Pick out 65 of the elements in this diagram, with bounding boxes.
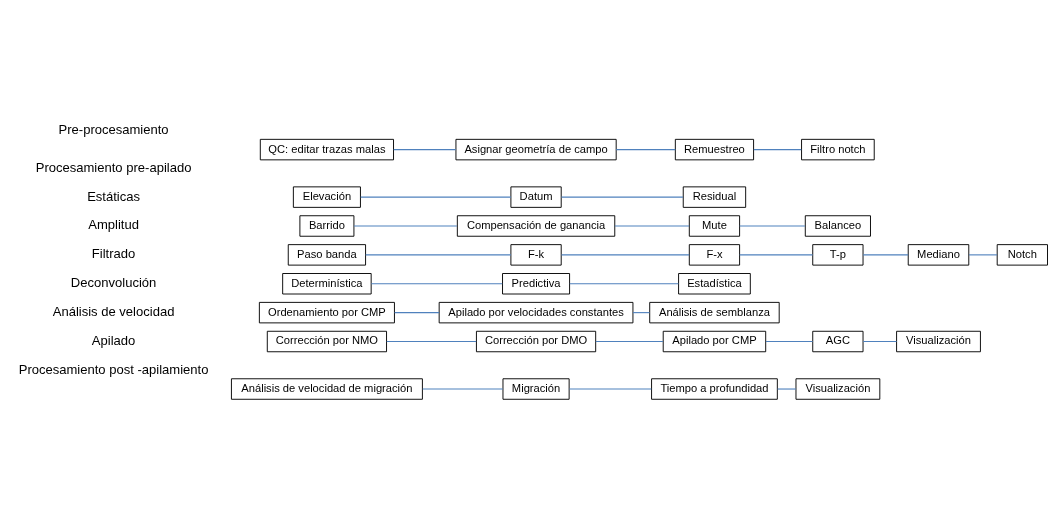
connector	[365, 253, 512, 255]
node-box: AGC	[812, 330, 864, 352]
node-box: Notch	[996, 243, 1048, 266]
label: Pre-procesamiento	[58, 121, 169, 137]
connector	[632, 311, 651, 313]
node-box: Tiempo a profundidad	[651, 377, 778, 400]
node-box: Filtro notch	[801, 138, 875, 160]
node-box: T-p	[812, 243, 864, 266]
connector	[353, 224, 458, 227]
node-box: Migración	[502, 377, 570, 400]
connector	[560, 196, 684, 198]
connector	[968, 253, 998, 255]
connector	[394, 311, 440, 313]
node-box: Residual	[682, 185, 747, 208]
node-box: Ordenamiento por CMP	[258, 301, 395, 323]
node-box: Predictiva	[502, 272, 571, 294]
label: Filtrado	[91, 245, 136, 261]
node-box: Visualización	[795, 377, 881, 400]
connector	[765, 340, 814, 342]
node-box: Datum	[510, 185, 562, 208]
node-box: Análisis de semblanza	[649, 301, 780, 323]
label: Deconvolución	[70, 274, 157, 290]
node-box: Paso banda	[287, 243, 367, 266]
label: Estáticas	[87, 188, 141, 204]
connector	[560, 253, 690, 255]
connector	[615, 148, 676, 150]
node-box: Balanceo	[804, 214, 871, 237]
node-box: Análisis de velocidad de migración	[230, 377, 423, 400]
node-box: Estadística	[678, 272, 751, 294]
node-box: Barrido	[299, 214, 355, 237]
connector	[595, 340, 664, 342]
node-box: F-x	[688, 243, 741, 266]
label: Procesamiento pre-apilado	[35, 159, 192, 175]
node-box: Mediano	[907, 243, 970, 266]
connector	[393, 148, 457, 150]
connector	[422, 387, 504, 390]
node-box: Compensación de ganancia	[456, 214, 616, 237]
connector	[862, 253, 909, 255]
node-box: Mute	[688, 214, 741, 237]
label: Amplitud	[88, 216, 139, 232]
node-box: Apilado por velocidades constantes	[438, 301, 634, 323]
node-box: F-k	[510, 243, 562, 266]
connector	[386, 340, 477, 342]
label: Análisis de velocidad	[52, 303, 175, 319]
node-box: Corrección por DMO	[475, 330, 597, 352]
connector	[614, 224, 690, 227]
connector	[862, 340, 898, 342]
node-box: Visualización	[896, 330, 981, 352]
connector	[777, 387, 797, 390]
connector	[360, 196, 512, 198]
connector	[569, 282, 680, 284]
connector	[739, 224, 806, 227]
node-box: Asignar geometría de campo	[455, 138, 617, 160]
label: Apilado	[91, 332, 136, 348]
node-box: QC: editar trazas malas	[259, 138, 394, 160]
connector	[753, 148, 802, 150]
label: Procesamiento post -apilamiento	[18, 361, 209, 377]
node-box: Elevación	[292, 185, 361, 208]
node-box: Determinística	[282, 272, 372, 294]
node-box: Apilado por CMP	[662, 330, 767, 352]
connector	[739, 253, 814, 255]
node-box: Remuestreo	[674, 138, 755, 160]
node-box: Corrección por NMO	[266, 330, 387, 352]
connector	[370, 282, 503, 284]
connector	[568, 387, 652, 390]
